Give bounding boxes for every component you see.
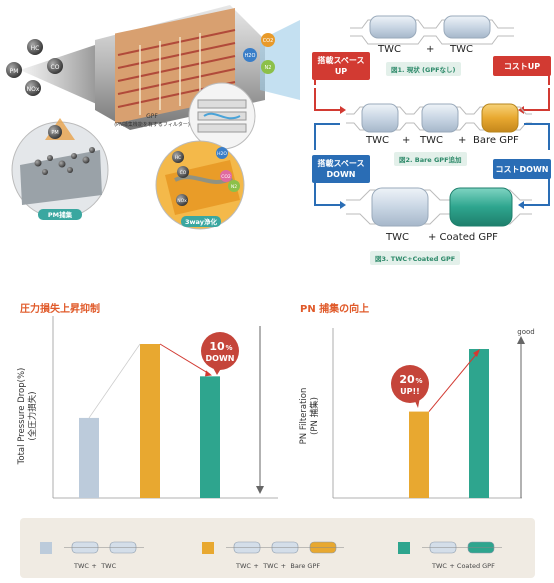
pm-caption: PM捕集 [48, 210, 73, 219]
left-chart: 10% DOWN Total Pressure Drop(%) (全圧力損失) [17, 316, 278, 499]
legend-label-1-1: + [253, 562, 258, 570]
flow-graphics [314, 15, 550, 227]
left-ylabel: Total Pressure Drop(%) [17, 368, 27, 466]
pm-caption-pill [38, 209, 82, 220]
left-trend-line [88, 343, 141, 419]
gas-out-group: CO2 H2O N2 [243, 33, 275, 74]
gas-out-2: N2 [265, 65, 272, 71]
legend-label-0-0: TWC [73, 562, 89, 570]
left-badge-tail [212, 366, 222, 375]
cost-down-box: コストDOWN [493, 159, 551, 179]
configuration-flow: TWC + TWC 図1. 現状 (GPFなし) 搭載スペース UP コストUP… [310, 0, 554, 270]
row1-pipe [350, 19, 514, 45]
legend-label-1-0: TWC [235, 562, 251, 570]
gas-in-1: CO [51, 64, 60, 71]
left-bar-2 [200, 376, 220, 498]
right-bar-1 [469, 349, 489, 498]
row2-label-2: TWC [420, 135, 443, 146]
row1-label-1: + [426, 44, 435, 55]
exhaust-smoke [20, 40, 110, 110]
row3-pipe [346, 189, 532, 225]
right-chart-title: PN 捕集の向上 [300, 304, 370, 315]
legend-label-1-3: + [281, 562, 286, 570]
right-badge-num: 20 [399, 373, 415, 386]
row2-label-0: TWC [366, 135, 389, 146]
left-chart-title: 圧力損失上昇抑制 [20, 304, 100, 315]
right-red-line [428, 350, 480, 412]
gpf-label: GPF [146, 113, 158, 120]
row1-twc-1 [369, 15, 417, 39]
row2-twc-2 [421, 103, 459, 133]
legend-swatch-2 [398, 542, 410, 554]
row3-twc [371, 187, 429, 227]
cat-gas-4: CO2 [221, 174, 231, 180]
row2-label-3: + [458, 135, 467, 146]
right-badge-pct: % [415, 377, 422, 385]
cat-gas-1: HC [175, 155, 182, 161]
gas-in-3: NOx [27, 86, 40, 93]
cat-gas-3: H2O [217, 151, 227, 157]
gas-in-group: HC CO PM NOx [6, 39, 63, 96]
left-badge-num: 10 [209, 340, 225, 353]
right-badge-circle [391, 365, 429, 403]
right-ylabel-jp: (PN 捕集) [309, 397, 320, 435]
space-down-box: 搭載スペース DOWN [312, 155, 370, 183]
cat-gas-2: NOx [177, 198, 187, 204]
space-up-box: 搭載スペース UP [312, 52, 370, 80]
right-chart: good 20% UP!! PN Filteration (PN 捕集) [299, 328, 535, 499]
right-bar-0 [409, 411, 429, 498]
cost-up-box: コストUP [493, 56, 551, 76]
legend-label-1-2: TWC [262, 562, 278, 570]
legend-swatch-1 [202, 542, 214, 554]
left-ylabel-jp: (全圧力損失) [27, 391, 38, 440]
gpf-illustration: HC CO PM NOx CO2 H2O N2 GPF (PN捕集機能を有するフ… [6, 5, 300, 230]
row3-caption: 図3. TWC+Coated GPF [370, 251, 461, 265]
gas-in-2: PM [10, 68, 19, 75]
legend-swatch-0 [40, 542, 52, 554]
row2-twc-1 [361, 103, 399, 133]
left-badge-word: DOWN [206, 354, 235, 363]
gas-out-1: CO2 [263, 38, 274, 44]
cat-caption-pill [181, 216, 221, 227]
right-badge-tail [414, 397, 420, 408]
left-red-arrowhead [205, 370, 212, 377]
row3-coated-gpf [449, 187, 513, 227]
pm-particles [34, 147, 95, 175]
right-ylabel: PN Filteration [299, 388, 309, 445]
pm-badge: PM [51, 130, 58, 136]
cat-caption: 3way浄化 [185, 217, 217, 226]
right-badge-word: UP!! [400, 387, 420, 396]
row2-caption: 図2. Bare GPF追加 [394, 152, 467, 166]
row1-caption: 図1. 現状 (GPFなし) [386, 62, 461, 76]
right-red-arrowhead [473, 349, 480, 357]
row1-label-0: TWC [378, 44, 401, 55]
left-red-line [159, 343, 211, 375]
gas-out-0: H2O [245, 53, 256, 59]
gas-in-0: HC [31, 45, 40, 52]
cat-gases: HC CO NOx H2O CO2 N2 [172, 147, 240, 206]
clean-gas-flow [260, 20, 300, 100]
legend-label-0-2: TWC [100, 562, 116, 570]
left-badge-circle [201, 332, 239, 370]
legend-label-2-1: + Coated GPF [449, 562, 495, 570]
legend-label-1-4: Bare GPF [290, 562, 320, 570]
row3-label-0: TWC [386, 232, 409, 243]
gpf-sublabel: (PN捕集機能を有するフィルター) [114, 121, 190, 128]
good-label: good [517, 328, 534, 336]
row2-label-1: + [402, 135, 411, 146]
row2-bare-gpf [481, 103, 519, 133]
left-bar-1 [140, 344, 160, 498]
cat-gas-0: CO [180, 170, 187, 176]
cat-gas-5: N2 [231, 184, 237, 190]
left-bar-0 [79, 417, 99, 498]
legend-label-0-1: + [91, 562, 96, 570]
row3-label-1: + Coated GPF [428, 232, 498, 243]
legend-label-2-0: TWC [431, 562, 447, 570]
row1-label-2: TWC [450, 44, 473, 55]
left-badge-pct: % [225, 344, 232, 352]
row1-twc-2 [443, 15, 491, 39]
row2-label-4: Bare GPF [473, 135, 519, 146]
